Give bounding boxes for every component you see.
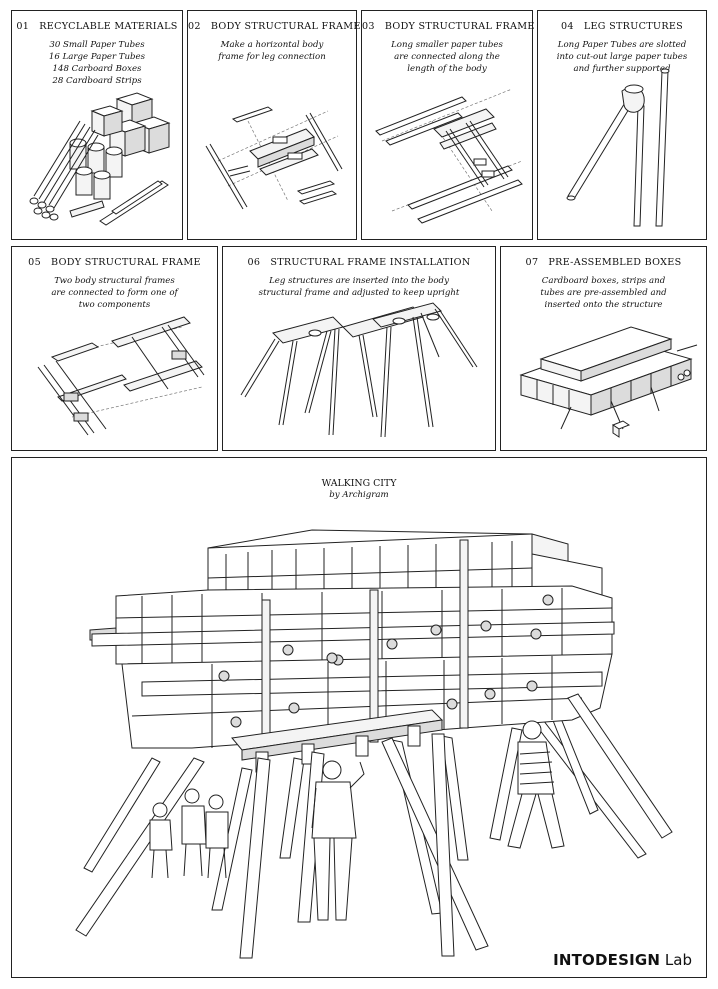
step-title: 04 LEG STRUCTURES [560,21,684,32]
brand-logo: INTODESIGN Lab [553,951,692,969]
step-title: 03 BODY STRUCTURAL FRAME [362,21,535,32]
step-description: Two body structural frames are connected… [51,276,178,310]
children-figures [149,788,229,879]
step-panel-05: 05 BODY STRUCTURAL FRAME Two body struct… [11,246,218,451]
step-title: 05 BODY STRUCTURAL FRAME [28,257,201,268]
man-figure-walking [507,720,565,849]
step-panel-06: 06 STRUCTURAL FRAME INSTALLATION Leg str… [222,246,496,451]
step-panel-01: 01 RECYCLABLE MATERIALS 30 Small Paper T… [11,10,183,240]
step-panel-03: 03 BODY STRUCTURAL FRAME Long smaller pa… [361,10,535,240]
walking-city-illustration [75,529,673,959]
step-title: 07 PRE-ASSEMBLED BOXES [525,257,682,268]
main-subtitle: by Archigram [329,490,389,500]
step-panel-04: 04 LEG STRUCTURES Long Paper Tubes are s… [537,10,707,240]
step-title: 06 STRUCTURAL FRAME INSTALLATION [247,257,471,268]
main-title: WALKING CITY [321,478,397,489]
recyclable-materials-illustration [29,92,171,226]
step-description: Make a horizontal body frame for leg con… [218,40,326,62]
joined-frames-illustration [37,316,205,436]
frame-installation-illustration [240,302,478,438]
step-panel-07: 07 PRE-ASSEMBLED BOXES Cardboard boxes, … [500,246,707,451]
pre-assembled-boxes-illustration [519,326,698,438]
step-description: Long smaller paper tubes are connected a… [391,40,503,74]
step-panel-02: 02 BODY STRUCTURAL FRAME Make a horizont… [187,10,361,240]
body-length-frame-illustration [375,88,523,224]
step-description: Long Paper Tubes are slotted into cut-ou… [556,40,688,74]
walking-city-panel: WALKING CITY by Archigram [11,457,707,978]
leg-structures-illustration [566,68,670,227]
step-description: 30 Small Paper Tubes 16 Large Paper Tube… [48,40,146,86]
step-description: Leg structures are inserted into the bod… [258,276,460,298]
step-title: 01 RECYCLABLE MATERIALS [16,21,178,32]
step-title: 02 BODY STRUCTURAL FRAME [188,21,361,32]
man-figure-center [311,760,365,921]
step-description: Cardboard boxes, strips and tubes are pr… [540,276,667,310]
horizontal-frame-illustration [205,106,343,210]
